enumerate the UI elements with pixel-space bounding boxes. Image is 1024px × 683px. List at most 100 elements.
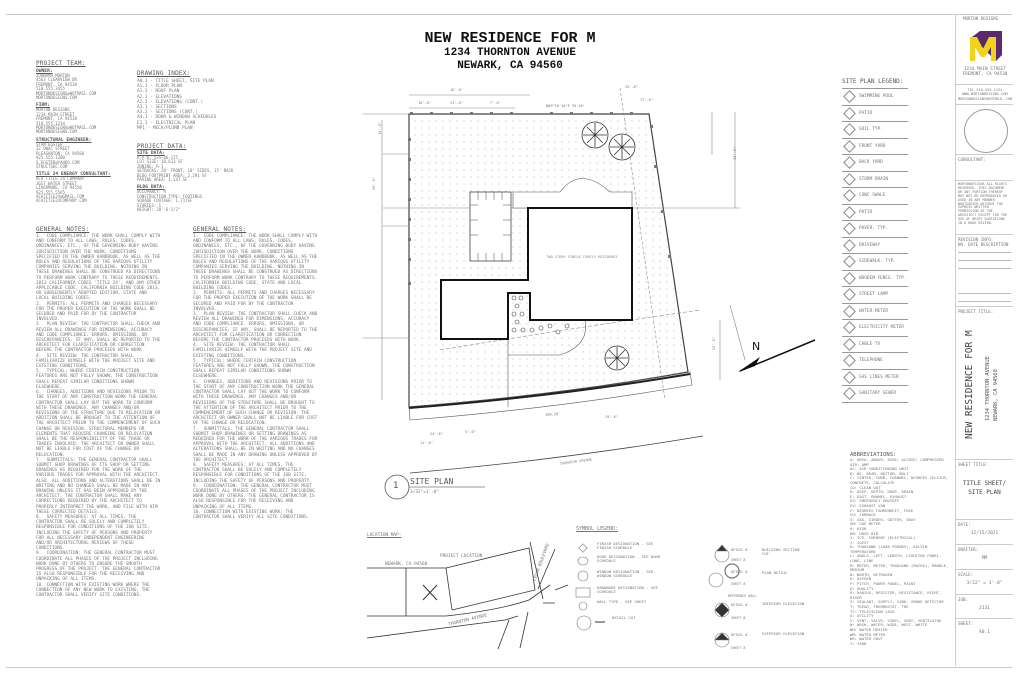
sheet-number-label: SHEET # xyxy=(731,646,746,650)
drawing-index-item: A0.1 - TITLE SHEET, SITE PLAN xyxy=(137,79,214,84)
date-label: DATE: xyxy=(958,522,971,527)
title-block: MORTON DESIGNS 1234 MAIN STREET FREMONT,… xyxy=(955,14,1013,666)
dimension-label: 7'-0" xyxy=(490,101,501,105)
legend-label: TELEPHONE xyxy=(859,358,883,364)
owner-info: JUANAMA MORTON 4563 CLEARVIEW DR FREMONT… xyxy=(36,73,97,101)
drafter-label: DRAFTER: xyxy=(958,547,979,552)
site-legend-heading: SITE PLAN LEGEND: xyxy=(842,78,904,85)
legend-row: GAS LINES METER xyxy=(842,370,908,386)
location-map-city: NEWARK, CA 94560 xyxy=(385,562,428,567)
dimension-label: 5'-0" xyxy=(465,430,476,434)
firm-address: 1234 MAIN STREET FREMONT, CA 94538 xyxy=(962,67,1008,78)
drawing-index-item: E1.1 - ELECTRICAL PLAN xyxy=(137,120,196,126)
symbol-legend-shapes xyxy=(575,543,740,648)
drawing-index-item: A1.2 - ROOF PLAN xyxy=(137,89,180,95)
legend-marker-icon xyxy=(843,255,856,269)
dimension-label: 24'-6" xyxy=(430,432,443,436)
drawing-title: NEW RESIDENCE FOR M 1234 THORNTON AVENUE… xyxy=(380,30,640,73)
dimension-label: 21'-6" xyxy=(450,101,463,105)
site-plan-scale: 3/32"=1'-0" xyxy=(410,490,440,495)
legend-label: PATIO xyxy=(859,110,873,116)
revision-label: REVISION INFO: xyxy=(958,237,994,242)
drawing-index: DRAWING INDEX: A0.1 - TITLE SHEET, SITE … xyxy=(137,70,237,131)
legend-marker-icon xyxy=(843,189,856,203)
legend-marker-icon xyxy=(843,337,856,351)
legend-label: CABLE TV xyxy=(859,341,881,347)
legend-row: WOODEN FENCE. TYP. xyxy=(842,271,908,287)
title24-info: ACA TITLE 24 COMPANY 3657 WATER STREET L… xyxy=(36,176,87,204)
detail-number-label: DETAIL # xyxy=(731,603,748,607)
north-arrow-icon xyxy=(738,339,816,372)
scale-value: 3/32" = 1'-0" xyxy=(966,581,1003,586)
detail-number-label: DETAIL # xyxy=(731,548,748,552)
copyright-notice: MORTONDESIGNS ALL RIGHTS RESERVED. THIS … xyxy=(956,180,1013,228)
legend-marker-icon xyxy=(843,90,856,104)
project-title: NEW RESIDENCE FOR M xyxy=(964,330,975,439)
legend-row: CABLE TV xyxy=(842,337,908,353)
pool-coping xyxy=(470,192,511,261)
title-line2: 1234 THORNTON AVENUE xyxy=(443,47,577,59)
firm-contact: TEL 510.555.1234 WWW.MORTONDESIGNS.COM M… xyxy=(958,88,1013,101)
legend-marker-icon xyxy=(843,321,856,335)
structural-label: STRUCTURAL ENGINEER: xyxy=(36,137,92,143)
legend-row: WATER METER xyxy=(842,304,908,320)
project-address-2: NEWARK, CA 94560 xyxy=(993,369,999,421)
dimension-label: 19'-6" xyxy=(605,415,618,419)
general-notes-text: 1. CODE COMPLIANCE: THE WORK SHALL COMPL… xyxy=(193,234,318,520)
symbol-legend-item: HARDWARE DESIGNATION - SEE SCHEDULE xyxy=(597,585,661,595)
legend-label: PAVER. TYP. xyxy=(859,226,889,232)
drafter-value: MM xyxy=(981,556,988,561)
sidewalk xyxy=(408,371,693,421)
street-label: THORNTON AVENUE xyxy=(560,458,593,466)
detail-number-label: DETAIL # xyxy=(731,570,748,574)
legend-row: DRIVEWAY xyxy=(842,238,908,254)
legend-marker-icon xyxy=(843,106,856,120)
symbol-legend-item: DETAIL CUT xyxy=(612,615,636,620)
project-data-heading: PROJECT DATA: xyxy=(137,143,187,150)
abbreviations: ABBREVIATIONS: A: AREA, ABOVE; ACRE; ALC… xyxy=(850,452,954,646)
legend-label: STORM DRAIN xyxy=(859,176,889,182)
drawing-index-item: A4.1 - DOOR & WINDOW SCHEDULES xyxy=(137,115,217,121)
drawing-index-heading: DRAWING INDEX: xyxy=(137,70,191,77)
legend-label: WOODEN FENCE. TYP. xyxy=(859,275,907,281)
dimension-label: 10'-0" xyxy=(418,101,431,105)
job-label: JOB: xyxy=(958,597,969,602)
symbol-legend: SYMBOL LEGEND: xyxy=(576,526,696,532)
legend-row: TELEPHONE xyxy=(842,353,908,370)
location-map xyxy=(366,541,569,650)
legend-marker-icon xyxy=(843,238,856,252)
general-notes-heading: GENERAL NOTES: xyxy=(36,226,90,233)
legend-marker-icon xyxy=(843,304,856,318)
symbol-legend-item: INTERIOR ELEVATION xyxy=(762,601,805,606)
shrubs xyxy=(511,295,570,335)
dimension-label: 25'-0" xyxy=(625,85,638,89)
house-footprint xyxy=(440,207,633,340)
drafter-field: DRAFTER:MM xyxy=(956,544,1013,569)
firm-info: MORTON DESIGNS 1234 MAIN STREET FREMONT,… xyxy=(36,107,97,135)
general-notes-col1: GENERAL NOTES: 1. CODE COMPLIANCE: THE W… xyxy=(36,226,162,598)
date-value: 12/15/2021 xyxy=(970,531,999,536)
symbol-legend-item: FINISH DESIGNATION - SEE FINISH SCHEDULE xyxy=(597,541,656,551)
sheet-number-label: SHEET # xyxy=(731,616,746,620)
dimension-label: 22'-6" xyxy=(712,337,716,350)
firm-name: MORTON DESIGNS xyxy=(963,16,999,21)
legend-row: FRONT YARD xyxy=(842,139,908,155)
legend-label: FRONT YARD xyxy=(859,143,886,149)
patio xyxy=(512,178,633,209)
legend-marker-icon xyxy=(843,156,856,170)
drawing-index-item: A3.2 - SECTIONS (CONT.) xyxy=(137,110,198,116)
legend-row: STREET LAMP xyxy=(842,287,908,304)
house-label: TWO STORY SINGLE FAMILY RESIDENCE xyxy=(546,255,617,259)
swimming-pool xyxy=(469,191,512,262)
dimension-label: 33'-6" xyxy=(733,147,737,160)
bldg-data: OCCUPANCY: R CONSTRUCTION TYPE: FOOTINGS… xyxy=(137,189,203,213)
reference-wall-label: REFERENCE WALL xyxy=(728,594,757,598)
legend-label: STREET LAMP xyxy=(859,292,889,298)
fence-posts xyxy=(408,112,671,285)
symbol-legend-heading: SYMBOL LEGEND: xyxy=(576,526,619,532)
drawing-index-item: A2.2 - ELEVATIONS (CONT.) xyxy=(137,99,204,105)
project-team-heading: PROJECT TEAM: xyxy=(36,60,86,67)
sheet-title-label: SHEET TITLE: xyxy=(958,462,989,467)
